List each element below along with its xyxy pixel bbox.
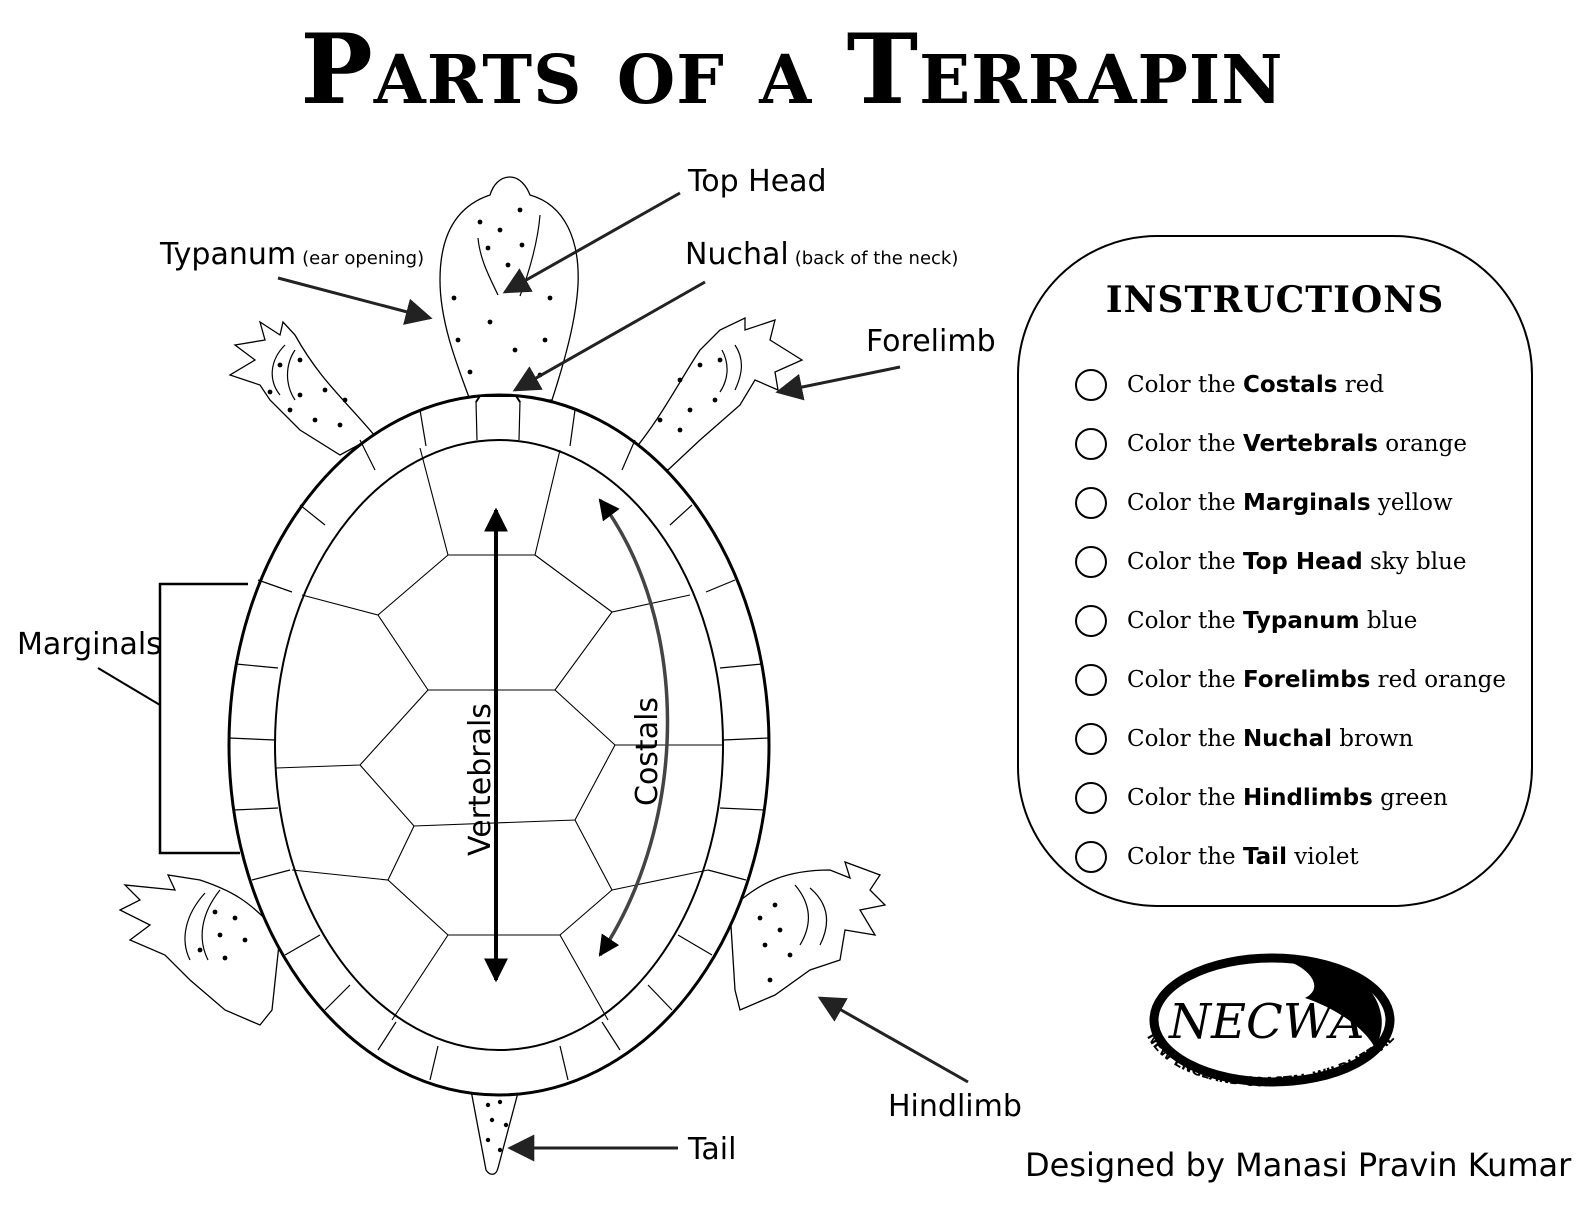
label-nuchal: Nuchal(back of the neck) — [685, 240, 958, 270]
label-marginals: Marginals — [17, 627, 162, 662]
instructions-heading: INSTRUCTIONS — [1105, 279, 1445, 321]
label-hindlimb: Hindlimb — [888, 1089, 1022, 1124]
label-costals: Costals — [630, 696, 665, 806]
top-head-arrow — [502, 191, 681, 294]
costals-arrow — [598, 498, 670, 957]
instruction-item: Color the Forelimbs red orange — [1075, 650, 1506, 709]
instruction-color: orange — [1385, 430, 1467, 457]
label-nuchal-note: (back of the neck) — [794, 248, 959, 269]
instruction-prefix: Color the — [1127, 666, 1236, 693]
instruction-color: blue — [1366, 607, 1418, 634]
instruction-prefix: Color the — [1127, 784, 1236, 811]
instruction-item: Color the Hindlimbs green — [1075, 768, 1506, 827]
marginals-bracket — [158, 582, 248, 855]
instruction-part: Costals — [1242, 371, 1338, 398]
instruction-color: green — [1380, 784, 1448, 811]
instruction-color: sky blue — [1370, 548, 1467, 575]
head-mark — [477, 237, 499, 296]
nuchal-arrow — [512, 280, 706, 392]
instruction-part: Marginals — [1242, 489, 1371, 516]
head-spots — [451, 207, 553, 378]
instruction-item: Color the Nuchal brown — [1075, 709, 1506, 768]
checkbox[interactable] — [1075, 427, 1107, 460]
designer-credit: Designed by Manasi Pravin Kumar — [1025, 1146, 1572, 1184]
marginal-dividers — [228, 400, 770, 1081]
checkbox[interactable] — [1075, 722, 1107, 755]
instruction-prefix: Color the — [1127, 725, 1236, 752]
instruction-prefix: Color the — [1127, 489, 1236, 516]
instruction-color: brown — [1339, 725, 1414, 752]
instruction-item: Color the Typanum blue — [1075, 591, 1506, 650]
instruction-item: Color the Marginals yellow — [1075, 473, 1506, 532]
checkbox[interactable] — [1075, 840, 1107, 873]
forelimb-right — [628, 316, 804, 471]
instruction-prefix: Color the — [1127, 843, 1236, 870]
forelimb-arrow — [775, 365, 901, 401]
instructions-list: Color the Costals red Color the Vertebra… — [1075, 355, 1506, 886]
instruction-part: Tail — [1242, 843, 1287, 870]
instruction-color: yellow — [1377, 489, 1453, 516]
instruction-item: Color the Costals red — [1075, 355, 1506, 414]
instruction-part: Top Head — [1242, 548, 1363, 575]
instruction-part: Nuchal — [1242, 725, 1332, 752]
marginals-pointer — [97, 667, 161, 706]
label-typanum-text: Typanum — [160, 237, 297, 272]
instruction-color: red orange — [1377, 666, 1507, 693]
instruction-prefix: Color the — [1127, 430, 1236, 457]
checkbox[interactable] — [1075, 486, 1107, 519]
instruction-color: violet — [1294, 843, 1359, 870]
checkbox[interactable] — [1075, 663, 1107, 696]
instruction-prefix: Color the — [1127, 548, 1236, 575]
checkbox[interactable] — [1075, 545, 1107, 578]
hindlimb-arrow — [817, 996, 969, 1084]
logo-name: NECWA — [1168, 994, 1364, 1050]
instruction-part: Hindlimbs — [1242, 784, 1373, 811]
hindlimb-right — [729, 860, 887, 1011]
checkbox[interactable] — [1075, 368, 1107, 401]
label-typanum-note: (ear opening) — [302, 248, 425, 269]
instructions-panel: INSTRUCTIONS Color the Costals red Color… — [1017, 235, 1533, 907]
necwa-logo: NECWA NEW ENGLAND COASTAL WILDLIFE ALLIA… — [1135, 948, 1398, 1090]
limb-marks — [184, 344, 828, 961]
label-tail: Tail — [688, 1132, 737, 1167]
nuchal-scute — [475, 395, 521, 403]
instruction-item: Color the Top Head sky blue — [1075, 532, 1506, 591]
page-title-text: Parts of a Terrapin — [300, 13, 1284, 126]
checkbox[interactable] — [1075, 781, 1107, 814]
limb-spots — [197, 357, 793, 983]
tail-spots — [485, 1099, 509, 1153]
instruction-item: Color the Tail violet — [1075, 827, 1506, 886]
instruction-item: Color the Vertebrals orange — [1075, 414, 1506, 473]
label-top-head: Top Head — [688, 164, 827, 199]
label-forelimb: Forelimb — [866, 324, 996, 359]
forelimb-left — [228, 320, 377, 456]
checkbox[interactable] — [1075, 604, 1107, 637]
instruction-part: Typanum — [1242, 607, 1360, 634]
page-title: Parts of a Terrapin — [0, 22, 1584, 118]
instruction-color: red — [1344, 371, 1385, 398]
label-typanum: Typanum(ear opening) — [160, 240, 424, 270]
typanum-arrow — [277, 276, 433, 325]
instruction-prefix: Color the — [1127, 607, 1236, 634]
instruction-prefix: Color the — [1127, 371, 1236, 398]
instruction-part: Vertebrals — [1242, 430, 1378, 457]
instruction-part: Forelimbs — [1242, 666, 1371, 693]
label-vertebrals: Vertebrals — [463, 703, 498, 856]
pointer-arrows — [97, 191, 969, 1162]
label-nuchal-text: Nuchal — [685, 237, 789, 272]
tail — [469, 1084, 521, 1175]
